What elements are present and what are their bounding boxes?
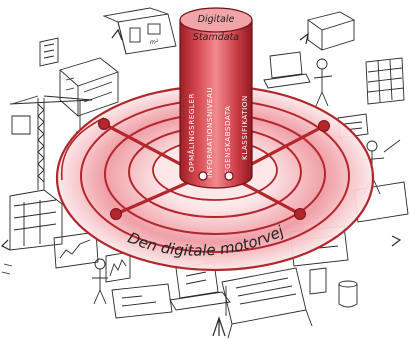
drafting-table-sketch <box>221 267 313 339</box>
connector-endpoints <box>98 118 330 220</box>
building-under-construction-sketch <box>9 189 63 251</box>
data-cylinder: Digitale Stamdata OPMÅLINGSREGLER INFORM… <box>179 7 253 189</box>
room-area-label: m² <box>150 39 159 46</box>
barrel-sketch <box>338 280 358 308</box>
cylinder-node-left <box>198 171 208 181</box>
label-opmaalingsregler: OPMÅLINGSREGLER <box>187 93 196 172</box>
charts-sketch <box>1 231 131 283</box>
cylinder-node-right <box>224 171 234 181</box>
office-sketch <box>263 11 369 139</box>
room-sketch: m² <box>102 7 177 55</box>
label-klassifikation: KLASSIFIKATION <box>240 95 249 160</box>
cylinder-title-line1: Digitale <box>198 14 235 25</box>
shelving-sketch <box>365 57 405 105</box>
background-sketches: m² <box>1 7 409 339</box>
cylinder-title-line2: Stamdata <box>193 32 239 43</box>
person-desk-sketch <box>92 258 173 319</box>
arrow-icon-top-right <box>299 32 309 45</box>
flow-arrows <box>0 28 402 337</box>
label-informationsniveau: INFORMATIONSNIVEAU <box>205 87 214 178</box>
arrow-icon-left <box>0 239 11 251</box>
arrow-icon-top-left <box>111 28 123 41</box>
arrow-icon-right <box>391 235 402 247</box>
building-block-sketch <box>39 37 119 118</box>
label-egenskabsdata: EGENSKABSDATA <box>223 106 232 174</box>
up-arrow-icon <box>212 316 226 337</box>
